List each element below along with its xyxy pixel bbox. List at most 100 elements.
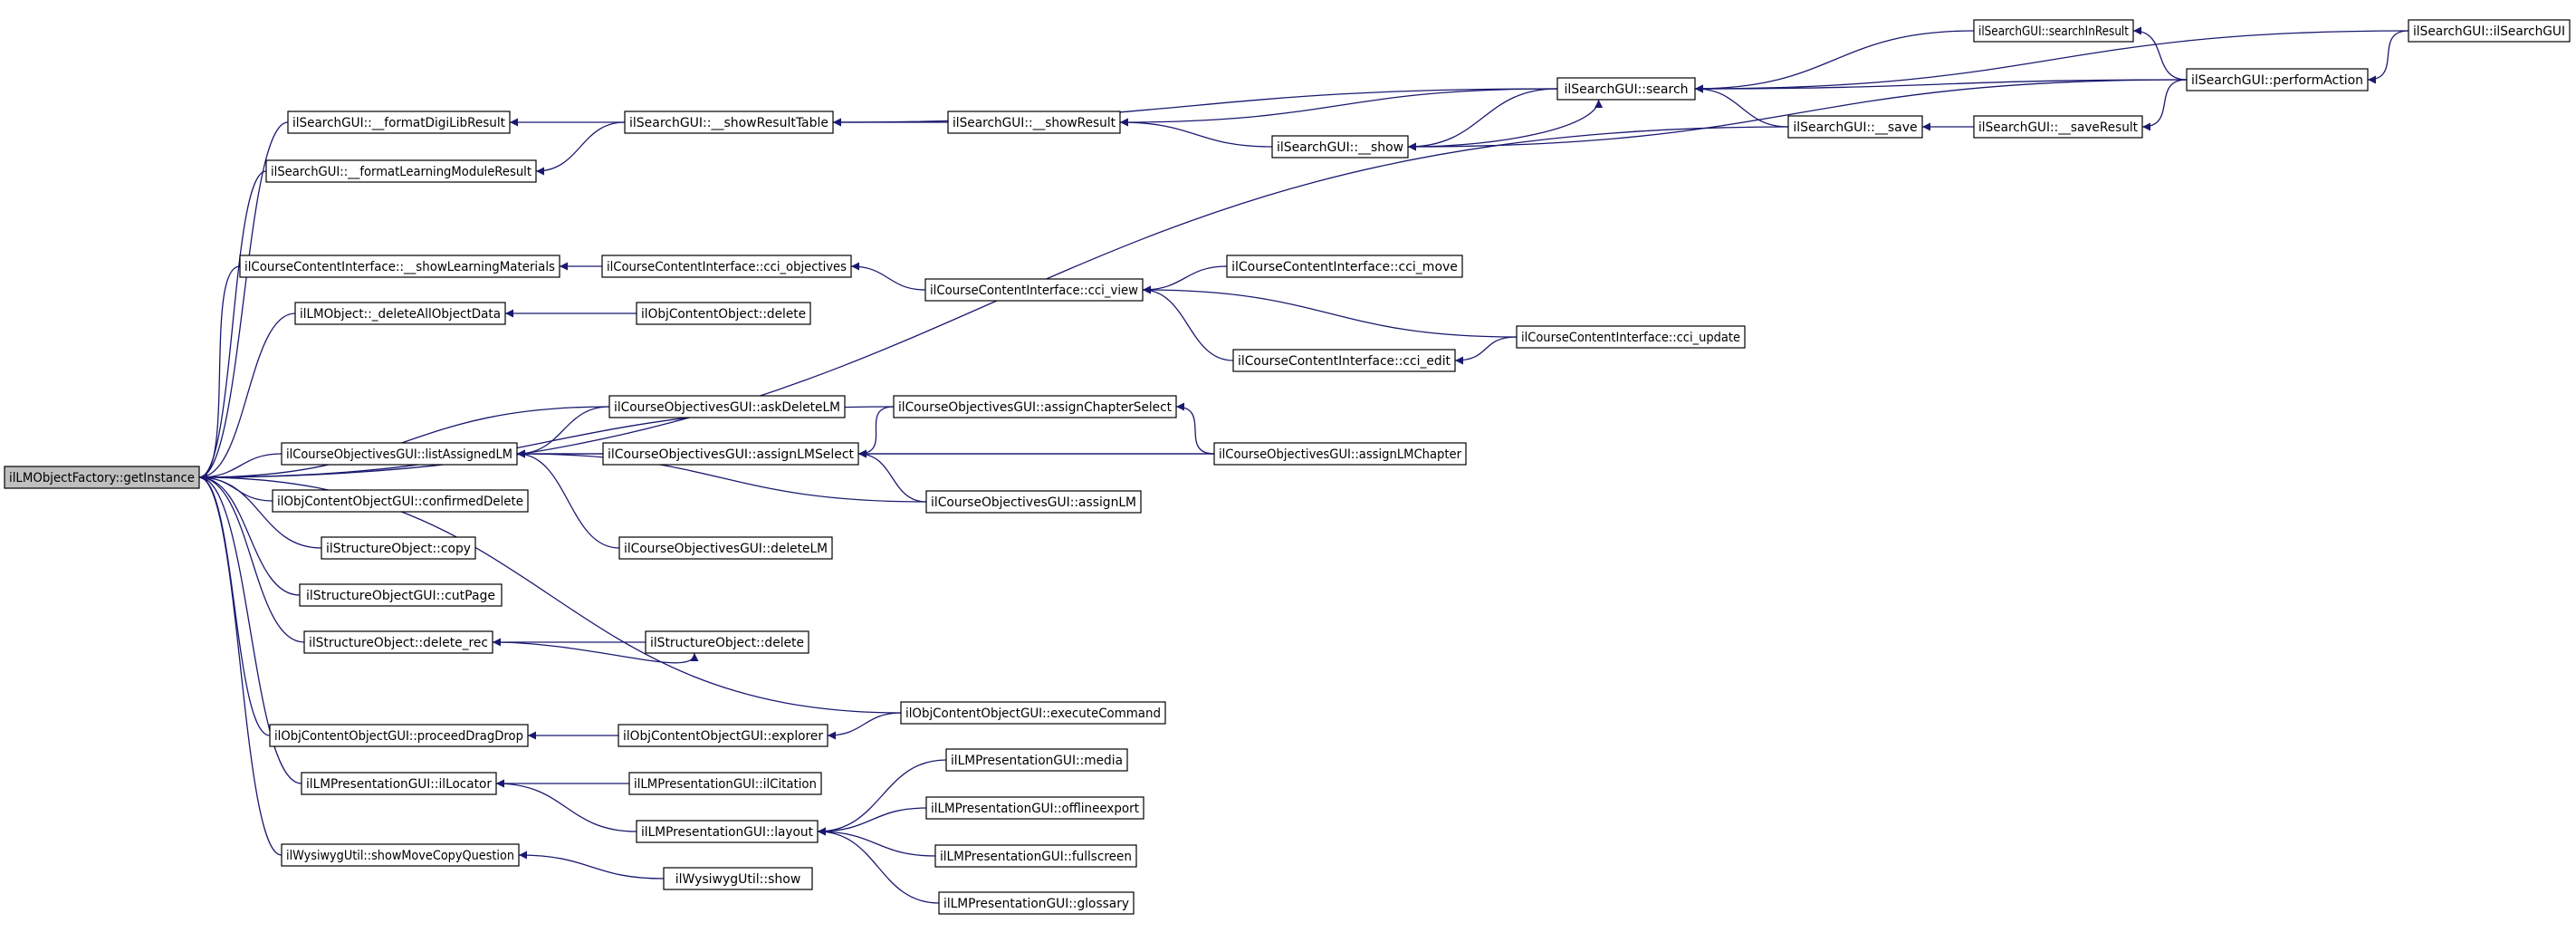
node-label: ilCourseContentInterface::cci_update [1521, 331, 1740, 345]
node-label: ilLMObjectFactory::getInstance [9, 471, 195, 485]
node-label: ilStructureObject::copy [326, 542, 471, 556]
node-perform[interactable]: ilSearchGUI::performAction [2186, 68, 2369, 91]
node-label: ilObjContentObjectGUI::executeCommand [905, 706, 1161, 721]
node-explorer[interactable]: ilObjContentObjectGUI::explorer [618, 724, 828, 747]
edge-fmtLM-to-root [198, 170, 267, 482]
edge-chapSel-to-lmSel [857, 406, 895, 458]
node-show[interactable]: ilSearchGUI::__show [1271, 135, 1409, 159]
edge-glossary-to-layout [817, 827, 940, 904]
node-ilSearchGUI[interactable]: ilSearchGUI::ilSearchGUI [2408, 19, 2571, 43]
node-glossary[interactable]: ilLMPresentationGUI::glossary [938, 891, 1135, 915]
node-delLM[interactable]: ilCourseObjectivesGUI::deleteLM [618, 536, 833, 560]
node-box [301, 772, 497, 795]
node-label: ilCourseObjectivesGUI::assignChapterSele… [898, 400, 1172, 415]
node-saveRes[interactable]: ilSearchGUI::__saveResult [1973, 115, 2143, 139]
edge-path [1407, 99, 1604, 148]
edge-assignLM-to-lmSel [857, 449, 927, 503]
node-offline[interactable]: ilLMPresentationGUI::offlineexport [925, 796, 1144, 820]
node-label: ilStructureObject::delete_rec [309, 636, 488, 650]
node-label: ilLMPresentationGUI::media [951, 754, 1123, 768]
node-copy[interactable]: ilStructureObject::copy [321, 536, 476, 560]
node-cciEdit[interactable]: ilCourseContentInterface::cci_edit [1232, 349, 1456, 372]
edge-askDel-to-root [198, 406, 610, 482]
edge-fmtDigi-to-root [198, 121, 289, 482]
node-label: ilCourseContentInterface::cci_view [930, 284, 1138, 298]
edge-showLM-to-root [198, 265, 241, 482]
node-box [1787, 115, 1923, 139]
node-box [636, 820, 819, 843]
node-execCmd[interactable]: ilObjContentObjectGUI::executeCommand [900, 701, 1166, 725]
node-chapSel[interactable]: ilCourseObjectivesGUI::assignChapterSele… [893, 395, 1177, 418]
node-box [601, 255, 852, 278]
node-box [287, 111, 511, 134]
node-cciMove[interactable]: ilCourseContentInterface::cci_move [1226, 255, 1463, 278]
node-wShow[interactable]: ilWysiwygUtil::show [663, 867, 813, 890]
node-label: ilStructureObjectGUI::cutPage [306, 589, 495, 603]
edge-execCmd-to-explorer [827, 712, 902, 740]
node-layout[interactable]: ilLMPresentationGUI::layout [636, 820, 819, 843]
node-cciUpdate[interactable]: ilCourseContentInterface::cci_update [1516, 325, 1746, 349]
node-searchIn[interactable]: ilSearchGUI::searchInResult [1973, 19, 2134, 43]
edge-path [817, 827, 940, 904]
node-cciView[interactable]: ilCourseContentInterface::cci_view [924, 278, 1144, 302]
node-box [294, 302, 506, 325]
edge-wShow-to-moveCopy [518, 851, 665, 880]
node-label: ilStructureObject::delete [650, 636, 804, 650]
node-askDel[interactable]: ilCourseObjectivesGUI::askDeleteLM [608, 395, 846, 418]
edge-cciUpdate-to-cciView [1142, 285, 1518, 338]
edge-path [857, 406, 895, 458]
node-drag[interactable]: ilObjContentObjectGUI::proceedDragDrop [269, 724, 529, 747]
edge-show-to-search [1407, 99, 1604, 148]
node-fullscreen[interactable]: ilLMPresentationGUI::fullscreen [934, 844, 1137, 868]
node-objDel[interactable]: ilObjContentObject::delete [636, 302, 811, 325]
node-label: ilSearchGUI::performAction [2191, 73, 2363, 88]
edge-path [198, 473, 305, 643]
node-cut[interactable]: ilStructureObjectGUI::cutPage [299, 583, 503, 607]
node-label: ilLMPresentationGUI::layout [641, 825, 814, 840]
node-listLM[interactable]: ilCourseObjectivesGUI::listAssignedLM [281, 442, 518, 466]
edge-path [535, 121, 626, 176]
node-box [645, 630, 809, 654]
node-box [321, 536, 476, 560]
node-label: ilCourseContentInterface::cci_objectives [607, 260, 847, 274]
node-confDel[interactable]: ilObjContentObjectGUI::confirmedDelete [272, 489, 529, 513]
edge-path [1119, 88, 1558, 127]
edge-path [817, 827, 936, 857]
node-media[interactable]: ilLMPresentationGUI::media [945, 748, 1128, 772]
node-fmtLM[interactable]: ilSearchGUI::__formatLearningModuleResul… [265, 159, 537, 183]
node-label: ilSearchGUI::search [1564, 82, 1688, 97]
node-showRes[interactable]: ilSearchGUI::__showResult [947, 111, 1121, 134]
node-citation[interactable]: ilLMPresentationGUI::ilCitation [628, 772, 822, 795]
node-showLM[interactable]: ilCourseContentInterface::__showLearning… [239, 255, 560, 278]
node-fmtDigi[interactable]: ilSearchGUI::__formatDigiLibResult [287, 111, 511, 134]
edge-path [495, 779, 637, 832]
node-locator[interactable]: ilLMPresentationGUI::ilLocator [301, 772, 497, 795]
node-label: ilObjContentObject::delete [641, 307, 806, 322]
edge-path [198, 312, 296, 482]
node-delRec[interactable]: ilStructureObject::delete_rec [303, 630, 493, 654]
node-label: ilCourseObjectivesGUI::assignLMChapter [1219, 447, 1461, 462]
node-assignLM[interactable]: ilCourseObjectivesGUI::assignLM [925, 490, 1142, 514]
node-cciObj[interactable]: ilCourseContentInterface::cci_objectives [601, 255, 852, 278]
edge-copy-to-root [198, 473, 322, 549]
edge-showResTable-to-fmtLM [535, 121, 626, 176]
edge-path [198, 473, 271, 736]
node-showResTable[interactable]: ilSearchGUI::__showResultTable [624, 111, 834, 134]
node-lmSel[interactable]: ilCourseObjectivesGUI::assignLMSelect [602, 442, 859, 466]
edge-lmChap-to-chapSel [1175, 402, 1215, 455]
node-moveCopy[interactable]: ilWysiwygUtil::showMoveCopyQuestion [281, 843, 520, 867]
node-root[interactable]: ilLMObjectFactory::getInstance [4, 466, 200, 489]
edge-path [1407, 79, 2188, 151]
node-search[interactable]: ilSearchGUI::search [1556, 77, 1696, 101]
node-lmChap[interactable]: ilCourseObjectivesGUI::assignLMChapter [1213, 442, 1467, 466]
node-save[interactable]: ilSearchGUI::__save [1787, 115, 1923, 139]
node-delAll[interactable]: ilLMObject::_deleteAllObjectData [294, 302, 506, 325]
edge-path [198, 453, 282, 482]
node-label: ilCourseObjectivesGUI::deleteLM [624, 542, 828, 556]
node-label: ilWysiwygUtil::show [675, 872, 801, 887]
edge-delAll-to-root [198, 312, 296, 482]
edge-listLM-to-root [198, 453, 282, 482]
node-label: ilCourseObjectivesGUI::assignLM [931, 495, 1136, 510]
node-box [1556, 77, 1696, 101]
node-sDel[interactable]: ilStructureObject::delete [645, 630, 809, 654]
